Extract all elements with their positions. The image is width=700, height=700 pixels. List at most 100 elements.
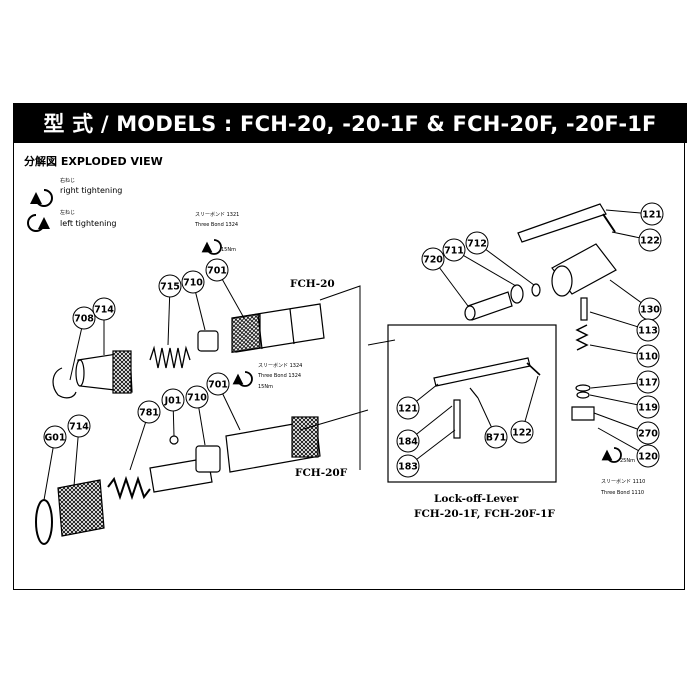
part-number-J01: J01 — [164, 396, 182, 407]
exploded-view-panel — [13, 143, 685, 590]
part-121-lever — [517, 203, 607, 243]
part-117-ring — [575, 384, 591, 392]
callout-circle — [43, 425, 67, 449]
part-270-nut — [571, 406, 595, 421]
torque-note-line2: Three Bond 1324 — [257, 373, 301, 379]
callout-leader-line — [476, 242, 535, 286]
torque-note-right: 25Nm スリーボンド 1110 Three Bond 1110 — [600, 447, 645, 496]
torque-value: 15Nm — [221, 247, 236, 253]
model-label-fch-20f: FCH-20F — [295, 467, 348, 479]
torque-note-mid-top: スリーボンド 1324 Three Bond 1324 15Nm — [232, 362, 302, 390]
torque-value: 25Nm — [620, 458, 635, 464]
part-j01-ball — [169, 435, 179, 445]
torque-note-line2: Three Bond 1110 — [600, 490, 644, 496]
callout-circle — [161, 388, 185, 412]
part-number-714a: 714 — [94, 305, 114, 316]
assembly-connector-line — [299, 285, 369, 470]
callout-circle — [396, 454, 420, 478]
part-number-119: 119 — [638, 403, 658, 414]
callout-leader-line — [453, 249, 517, 287]
part-number-110: 110 — [638, 352, 658, 363]
torque-note-line1: スリーボンド 1324 — [258, 362, 302, 369]
part-712-seal — [531, 283, 541, 297]
part-number-113: 113 — [638, 326, 658, 337]
callout-circle — [484, 425, 508, 449]
part-number-184: 184 — [398, 437, 418, 448]
part-number-712: 712 — [467, 239, 487, 250]
torque-note-top-left: スリーボンド 1321 Three Bond 1324 15Nm — [194, 211, 239, 255]
callout-circle — [396, 429, 420, 453]
part-number-121a: 121 — [642, 210, 662, 221]
callout-circle — [185, 385, 209, 409]
part-number-130: 130 — [640, 305, 660, 316]
callout-circle — [636, 370, 660, 394]
legend-right-tightening: 右ねじ right tightening — [30, 177, 122, 207]
motor-assembly — [464, 203, 617, 421]
part-number-711: 711 — [444, 246, 464, 257]
part-number-270: 270 — [638, 429, 658, 440]
part-number-183: 183 — [398, 462, 418, 473]
section-title: 分解図 EXPLODED VIEW — [24, 154, 163, 168]
callout-circle — [636, 344, 660, 368]
part-number-710a: 710 — [183, 278, 203, 289]
part-number-B71: B71 — [486, 433, 506, 444]
part-number-117: 117 — [638, 378, 658, 389]
right-tightening-arrow-icon — [232, 371, 253, 387]
callout-circle — [636, 395, 660, 419]
part-number-714b: 714 — [69, 422, 89, 433]
models-title: 型 式 / MODELS : FCH-20, -20-1F & FCH-20F,… — [43, 112, 657, 136]
legend-left-jp: 左ねじ — [60, 209, 75, 216]
legend-left-tightening: 左ねじ left tightening — [27, 209, 117, 232]
callout-circle — [636, 318, 660, 342]
part-number-701b: 701 — [208, 380, 228, 391]
callout-circle — [442, 238, 466, 262]
fch-20-assembly — [52, 303, 325, 399]
callout-circle — [396, 396, 420, 420]
callout-circle — [205, 258, 229, 282]
callout-circle — [72, 306, 96, 330]
part-number-781: 781 — [139, 408, 159, 419]
callout-circle — [465, 231, 489, 255]
part-g01-ring — [35, 499, 53, 545]
part-number-715: 715 — [160, 282, 180, 293]
part-714-sleeve — [57, 479, 105, 537]
lock-lever-parts — [433, 357, 541, 439]
part-715-spring — [149, 345, 191, 369]
part-710-nut — [197, 330, 219, 352]
part-number-708: 708 — [74, 314, 94, 325]
part-711-washer — [510, 284, 524, 304]
callout-circle — [638, 228, 662, 252]
part-number-121b: 121 — [398, 404, 418, 415]
torque-note-line1: スリーボンド 1321 — [195, 211, 239, 218]
part-119-oring — [576, 391, 590, 399]
fch-20f-assembly — [35, 416, 321, 545]
torque-note-line1: スリーボンド 1110 — [601, 478, 645, 485]
lock-box-models: FCH-20-1F, FCH-20F-1F — [414, 508, 555, 520]
part-number-G01: G01 — [44, 433, 65, 444]
callout-circle — [181, 270, 205, 294]
part-113-pin — [580, 297, 588, 321]
part-110-spring — [575, 324, 589, 351]
legend-right-en: right tightening — [60, 186, 122, 195]
callout-circle — [636, 444, 660, 468]
torque-note-line2: Three Bond 1324 — [194, 222, 238, 228]
part-number-710b: 710 — [187, 393, 207, 404]
torque-value: 15Nm — [258, 384, 273, 390]
callout-circle — [206, 372, 230, 396]
callout-circle — [158, 274, 182, 298]
part-number-122a: 122 — [640, 236, 660, 247]
model-label-fch-20: FCH-20 — [290, 278, 335, 290]
callout-circle — [636, 421, 660, 445]
part-number-122b: 122 — [512, 428, 532, 439]
models-title-banner: 型 式 / MODELS : FCH-20, -20-1F & FCH-20F,… — [13, 103, 687, 143]
legend-right-jp: 右ねじ — [60, 177, 75, 184]
right-tightening-arrow-icon — [601, 447, 622, 463]
part-number-120: 120 — [638, 452, 658, 463]
right-tightening-arrow-icon — [201, 239, 222, 255]
lock-off-lever-box — [387, 324, 557, 483]
part-number-701a: 701 — [207, 266, 227, 277]
part-781-spring — [107, 475, 151, 501]
callout-circle — [640, 202, 664, 226]
